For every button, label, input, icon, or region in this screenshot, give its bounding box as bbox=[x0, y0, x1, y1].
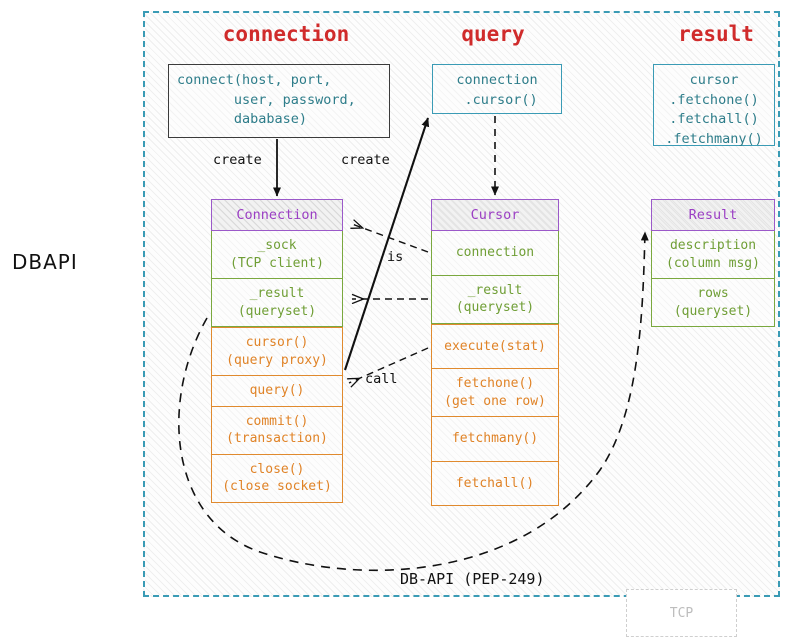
class-method: cursor() (query proxy) bbox=[211, 327, 343, 377]
edge-label-call: call bbox=[365, 371, 398, 387]
class-attribute: rows (queryset) bbox=[651, 279, 775, 328]
edge-create-cursor bbox=[344, 117, 430, 371]
edge-call-query bbox=[349, 347, 429, 383]
column-title-result: result bbox=[678, 22, 754, 46]
class-method: fetchone() (get one row) bbox=[431, 369, 559, 418]
fetch-calls-code-box: cursor .fetchone() .fetchall() .fetchman… bbox=[653, 64, 775, 147]
class-header-cursor: Cursor bbox=[431, 199, 559, 231]
class-method: fetchmany() bbox=[431, 417, 559, 462]
class-attribute: description (column msg) bbox=[651, 231, 775, 280]
tcp-label: TCP bbox=[669, 605, 694, 621]
edge-label-create-cursor: create bbox=[341, 152, 390, 168]
tcp-box: TCP bbox=[626, 589, 737, 637]
class-method: commit() (transaction) bbox=[211, 406, 343, 455]
class-box-result: Result description (column msg) rows (qu… bbox=[651, 199, 775, 328]
connect-code-box: connect(host, port, user, password, daba… bbox=[168, 64, 390, 138]
dbapi-region bbox=[143, 11, 780, 597]
dbapi-label: DBAPI bbox=[12, 250, 78, 274]
class-method: execute(stat) bbox=[431, 323, 559, 370]
region-caption: DB-API (PEP-249) bbox=[400, 570, 545, 588]
class-box-cursor: Cursor connection _result (queryset) exe… bbox=[431, 199, 559, 507]
class-header-result: Result bbox=[651, 199, 775, 231]
column-title-connection: connection bbox=[222, 22, 350, 46]
class-attribute: _sock (TCP client) bbox=[211, 231, 343, 280]
class-attribute: connection bbox=[431, 231, 559, 276]
class-method: fetchall() bbox=[431, 461, 559, 507]
edge-result-flow bbox=[178, 231, 649, 572]
edge-label-create-connection: create bbox=[213, 152, 262, 168]
edge-label-is: is bbox=[387, 249, 404, 265]
edge-is-connection bbox=[352, 224, 429, 253]
cursor-call-code-box: connection .cursor() bbox=[432, 64, 562, 114]
class-attribute: _result (queryset) bbox=[431, 275, 559, 324]
class-header-connection: Connection bbox=[211, 199, 343, 231]
column-title-query: query bbox=[461, 22, 525, 46]
class-method: close() (close socket) bbox=[211, 454, 343, 504]
class-method: query() bbox=[211, 376, 343, 407]
class-attribute: _result (queryset) bbox=[211, 279, 343, 328]
class-box-connection: Connection _sock (TCP client) _result (q… bbox=[211, 199, 343, 504]
